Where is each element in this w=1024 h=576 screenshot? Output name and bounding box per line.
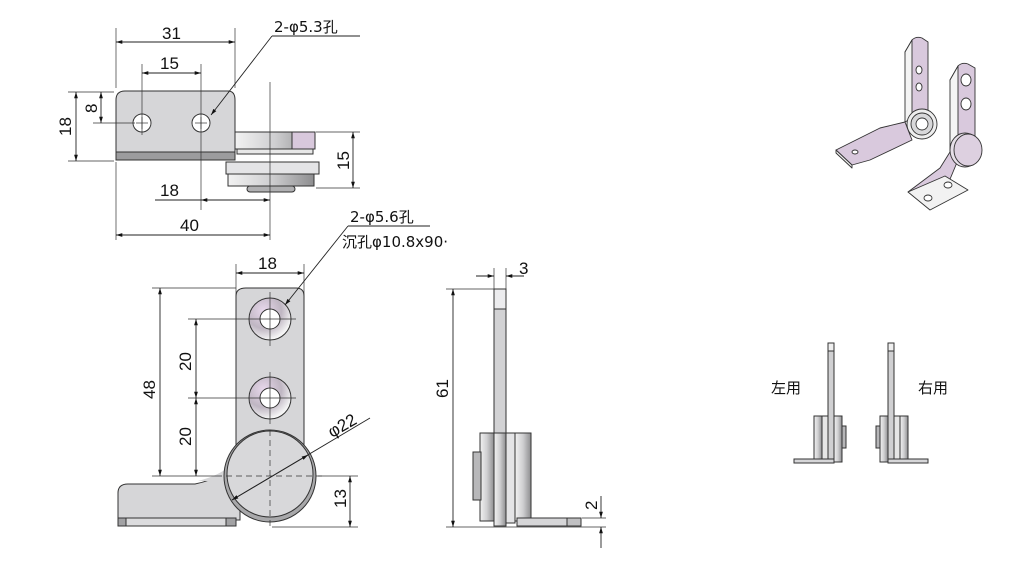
dim-61: 61	[433, 379, 452, 398]
top-plate	[115, 90, 236, 161]
top-view: 31 15 2-φ5.3孔 18 8 15 18 40	[56, 18, 360, 240]
front-view: 18 2-φ5.6孔 沉孔φ10.8x90· 48 20 20 φ22 13	[117, 208, 448, 528]
dim-31: 31	[162, 24, 181, 43]
dim-diameter-22: φ22	[325, 410, 360, 441]
dim-48: 48	[140, 380, 159, 399]
dim-15: 15	[160, 54, 179, 73]
dim-20-lower: 20	[176, 427, 195, 446]
dim-40: 40	[180, 216, 199, 235]
right-hand-label: 右用	[918, 379, 948, 397]
left-hand-view: 左用	[771, 342, 847, 464]
dim-3: 3	[519, 259, 528, 278]
hole-callout-front-2: 沉孔φ10.8x90·	[342, 233, 448, 251]
hole-callout-top: 2-φ5.3孔	[274, 18, 338, 36]
right-hand-view: 右用	[875, 342, 948, 464]
dim-18-vertical: 18	[56, 117, 75, 136]
isometric-view	[835, 36, 983, 211]
dim-2: 2	[582, 501, 601, 510]
dim-15-knuckle: 15	[334, 151, 353, 170]
dim-18-horizontal: 18	[160, 181, 179, 200]
dim-20-upper: 20	[176, 352, 195, 371]
top-plate-edge	[115, 151, 236, 161]
dim-13: 13	[331, 489, 350, 508]
dim-18-front: 18	[258, 254, 277, 273]
side-view: 3 61 2	[433, 259, 606, 548]
hole-callout-front-1: 2-φ5.6孔	[350, 208, 414, 226]
dim-8: 8	[82, 104, 101, 113]
left-hand-label: 左用	[771, 379, 801, 397]
top-knuckle	[225, 131, 320, 193]
